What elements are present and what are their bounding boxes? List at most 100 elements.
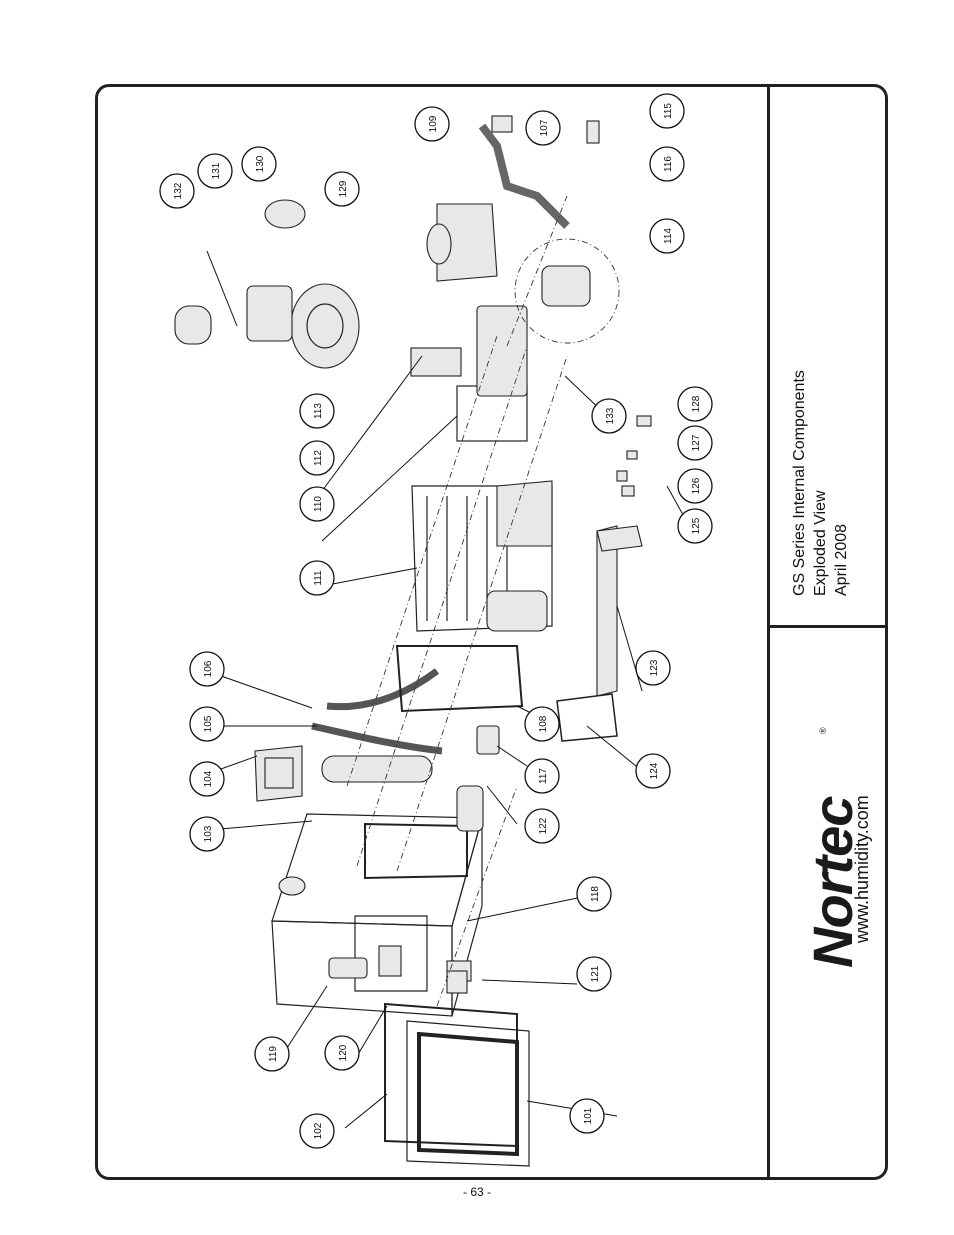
svg-text:101: 101 xyxy=(583,1107,594,1124)
svg-text:106: 106 xyxy=(203,660,214,677)
svg-text:102: 102 xyxy=(313,1122,324,1139)
callout-127: 127 xyxy=(677,425,713,461)
part-pressure-switch xyxy=(264,199,306,229)
part-gas-piping xyxy=(478,115,570,229)
part-hoses xyxy=(311,668,443,783)
callout-115: 115 xyxy=(649,93,685,129)
part-heat-exchanger xyxy=(411,480,553,632)
callout-102: 102 xyxy=(299,1113,335,1149)
svg-text:131: 131 xyxy=(211,162,222,179)
svg-text:122: 122 xyxy=(538,817,549,834)
title-block-text: GS Series Internal Components Exploded V… xyxy=(789,370,852,596)
svg-text:114: 114 xyxy=(663,228,674,244)
part-level-plate xyxy=(446,970,468,994)
assembly-lines xyxy=(346,195,568,1007)
part-heat-exchanger-gasket xyxy=(395,645,524,713)
part-burner-tube xyxy=(596,525,643,697)
svg-text:108: 108 xyxy=(538,715,549,732)
part-orifice xyxy=(586,120,600,144)
callout-112: 112 xyxy=(299,440,335,476)
callout-122: 122 xyxy=(524,808,560,844)
svg-text:117: 117 xyxy=(538,768,549,784)
callout-103: 103 xyxy=(189,816,225,852)
svg-text:113: 113 xyxy=(313,403,324,419)
svg-text:109: 109 xyxy=(428,115,439,132)
callout-121: 121 xyxy=(576,956,612,992)
callout-126: 126 xyxy=(677,468,713,504)
svg-text:123: 123 xyxy=(649,659,660,676)
part-combustion-box xyxy=(426,203,498,282)
callout-119: 119 xyxy=(254,1036,290,1072)
svg-text:118: 118 xyxy=(590,886,601,902)
part-inner-panel xyxy=(364,822,468,880)
callout-117: 117 xyxy=(524,758,560,794)
callout-120: 120 xyxy=(324,1035,360,1071)
page-number: - 63 - xyxy=(462,1185,491,1199)
callout-106: 106 xyxy=(189,651,225,687)
part-fill-valve xyxy=(476,725,500,755)
svg-text:111: 111 xyxy=(313,570,324,586)
part-gas-valve xyxy=(246,285,293,342)
callout-130: 130 xyxy=(241,146,277,182)
part-inlet-elbow xyxy=(174,305,212,345)
part-burner-valve xyxy=(541,265,591,307)
callout-101: 101 xyxy=(569,1098,605,1134)
callout-123: 123 xyxy=(635,650,671,686)
callout-125: 125 xyxy=(677,508,713,544)
part-burner-gasket xyxy=(556,693,618,742)
exploded-view-drawing: 101 102 103 104 105 106 107 108 109 110 … xyxy=(159,93,713,1167)
title-block-divider xyxy=(767,86,770,1178)
svg-text:125: 125 xyxy=(691,517,702,534)
callout-114: 114 xyxy=(649,218,685,254)
svg-text:124: 124 xyxy=(649,762,660,779)
svg-text:116: 116 xyxy=(663,156,674,172)
svg-text:110: 110 xyxy=(313,496,324,512)
callout-111: 111 xyxy=(299,560,335,596)
callout-leaders xyxy=(196,250,693,1129)
detail-circle xyxy=(514,238,620,344)
callout-129: 129 xyxy=(324,171,360,207)
title-line-2: Exploded View xyxy=(812,490,829,596)
svg-text:112: 112 xyxy=(313,450,324,466)
callout-110: 110 xyxy=(299,486,335,522)
title-block-separator xyxy=(769,625,887,628)
part-blower xyxy=(290,283,360,369)
callout-131: 131 xyxy=(197,153,233,189)
svg-text:120: 120 xyxy=(338,1044,349,1061)
title-line-1: GS Series Internal Components xyxy=(791,370,808,596)
part-door-gasket xyxy=(384,1002,518,1148)
callout-132: 132 xyxy=(159,173,195,209)
callout-113: 113 xyxy=(299,393,335,429)
website-link[interactable]: www.humidity.com xyxy=(852,795,872,943)
svg-text:103: 103 xyxy=(203,825,214,842)
part-flue xyxy=(410,305,528,442)
callout-108: 108 xyxy=(524,706,560,742)
svg-text:133: 133 xyxy=(605,407,616,424)
svg-text:115: 115 xyxy=(663,103,674,119)
svg-text:104: 104 xyxy=(203,770,214,787)
part-transformer xyxy=(254,745,303,802)
callout-104: 104 xyxy=(189,761,225,797)
part-drain-tee xyxy=(456,785,484,832)
drawing-frame xyxy=(95,84,888,1180)
callout-116: 116 xyxy=(649,146,685,182)
callout-124: 124 xyxy=(635,753,671,789)
svg-text:130: 130 xyxy=(255,155,266,172)
part-igniter-assembly xyxy=(616,415,652,497)
callout-118: 118 xyxy=(576,876,612,912)
part-door-panel xyxy=(406,1020,530,1167)
callout-133: 133 xyxy=(591,398,627,434)
title-line-3: April 2008 xyxy=(833,523,850,596)
callout-128: 128 xyxy=(677,386,713,422)
callout-107: 107 xyxy=(525,110,561,146)
svg-text:126: 126 xyxy=(691,477,702,494)
svg-text:119: 119 xyxy=(268,1046,279,1062)
svg-text:132: 132 xyxy=(173,182,184,199)
callout-105: 105 xyxy=(189,706,225,742)
svg-text:105: 105 xyxy=(203,715,214,732)
svg-text:127: 127 xyxy=(691,434,702,451)
callout-109: 109 xyxy=(414,106,450,142)
svg-text:129: 129 xyxy=(338,180,349,197)
registered-mark: ® xyxy=(818,727,828,734)
svg-text:128: 128 xyxy=(691,395,702,412)
